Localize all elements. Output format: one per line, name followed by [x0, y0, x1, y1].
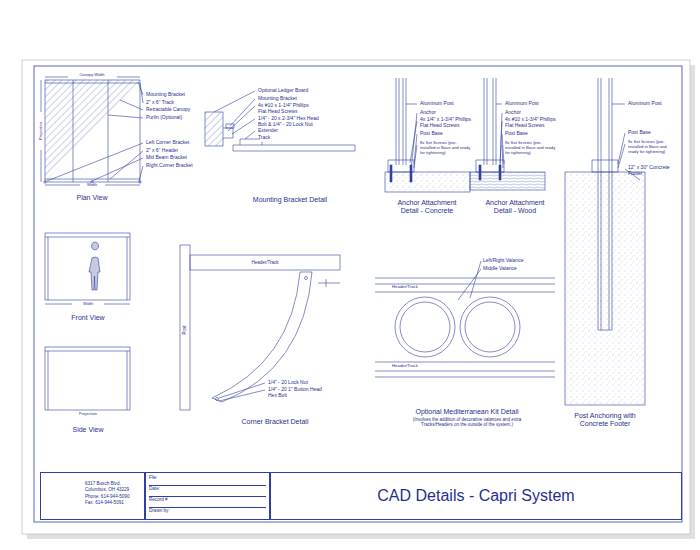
- callout-label: Left Corner Bracket: [146, 140, 189, 146]
- title-block-text: File:: [149, 475, 266, 486]
- view-title: Post Anchoring with Concrete Footer: [560, 412, 650, 428]
- title-block-text: 6317 Busch Blvd.: [85, 481, 138, 486]
- title-block-text: Date:: [149, 486, 266, 497]
- callout-label: Anchor: [505, 110, 521, 116]
- callout-label: Aluminum Post: [420, 101, 454, 107]
- callout-label: Canopy Width: [78, 73, 105, 78]
- view-title: Mounting Bracket Detail: [253, 196, 327, 204]
- title-block-text: Phone: 614-944-5090: [85, 494, 138, 499]
- callout-label: Middle Valance: [483, 266, 517, 272]
- callout-label: Width: [86, 183, 98, 188]
- callout-label: Aluminum Post: [628, 101, 662, 107]
- callout-label: Mounting Bracket: [146, 92, 185, 98]
- callout-label: Width: [82, 302, 94, 307]
- callout-label: 1/4" - 20 x 2-3/4" Hex Head Bolt & 1/4" …: [258, 116, 320, 128]
- callout-label: Header/Track: [250, 260, 279, 265]
- callout-label: 8x Set Screws (pre-installed in Base and…: [420, 141, 472, 155]
- callout-label: 2" x 6" Track: [146, 100, 174, 106]
- title-block-text: Drawn by:: [149, 508, 266, 518]
- title-block-cell: File:Date:Record #Drawn by:: [145, 472, 270, 520]
- callout-label: Projection: [39, 122, 44, 140]
- title-block-cell: 6317 Busch Blvd.Columbus, OH 43229Phone:…: [40, 472, 145, 520]
- callout-label: 8x Set Screws (pre-installed in Base and…: [628, 140, 678, 154]
- callout-label: Extender: [258, 128, 278, 134]
- callout-label: 4x #10 x 1-3/4" Phillips Flat Head Screw…: [505, 117, 563, 129]
- callout-label: 12" x 30" Concrete Footer: [628, 165, 674, 177]
- view-title: Optional Mediterranean Kit Detail: [415, 408, 518, 416]
- callout-label: Mid Beam Bracket: [146, 155, 187, 161]
- callout-label: Header/Track: [392, 364, 418, 369]
- callout-label: 4x 1/4" x 1-3/4" Phillips Flat Head Scre…: [420, 117, 478, 129]
- callout-label: Projection: [78, 412, 98, 417]
- callout-label: 8x Set Screws (pre-installed in Base and…: [505, 141, 557, 155]
- title-block-text: Fax: 614-944-5091: [85, 500, 138, 505]
- callout-label: Post: [182, 325, 187, 334]
- callout-label: Header/Track: [392, 285, 418, 290]
- sheet-title: CAD Details - Capri System: [270, 472, 682, 520]
- callout-label: 1/4" - 20 1" Button Head Hex Bolt: [268, 387, 328, 399]
- callout-label: Optional Ledger Board: [258, 88, 308, 94]
- callout-label: Anchor: [420, 110, 436, 116]
- callout-label: Right Corner Bracket: [146, 163, 193, 169]
- title-block-text: Columbus, OH 43229: [85, 487, 138, 492]
- callout-label: Retractable Canopy: [146, 107, 190, 113]
- callout-label: 1/4" - 20 Lock Nut: [268, 380, 308, 386]
- view-title: Front View: [71, 314, 104, 322]
- callout-label: Post Base: [505, 131, 528, 137]
- view-title: Plan View: [76, 194, 107, 202]
- view-title: Anchor Attachment Detail - Wood: [482, 199, 548, 215]
- callout-label: Aluminum Post: [505, 101, 539, 107]
- callout-label: 4x #10 x 1-1/4" Phillips Flat Head Screw…: [258, 103, 314, 115]
- callout-label: Post Base: [420, 131, 443, 137]
- view-title: Side View: [72, 426, 103, 434]
- callout-label: (Involves the addition of decorative val…: [397, 417, 537, 427]
- title-block-text: Record #: [149, 497, 266, 508]
- callout-label: Purlin (Optional): [146, 115, 182, 121]
- callout-label: Post Base: [628, 130, 651, 136]
- callout-label: Left/Right Valance: [483, 258, 524, 264]
- view-title: Corner Bracket Detail: [242, 418, 309, 426]
- callout-label: 2" x 6" Header: [146, 148, 178, 154]
- callout-label: Track: [258, 135, 270, 141]
- callout-label: Mounting Bracket: [258, 96, 297, 102]
- view-title: Anchor Attachment Detail - Concrete: [391, 199, 463, 215]
